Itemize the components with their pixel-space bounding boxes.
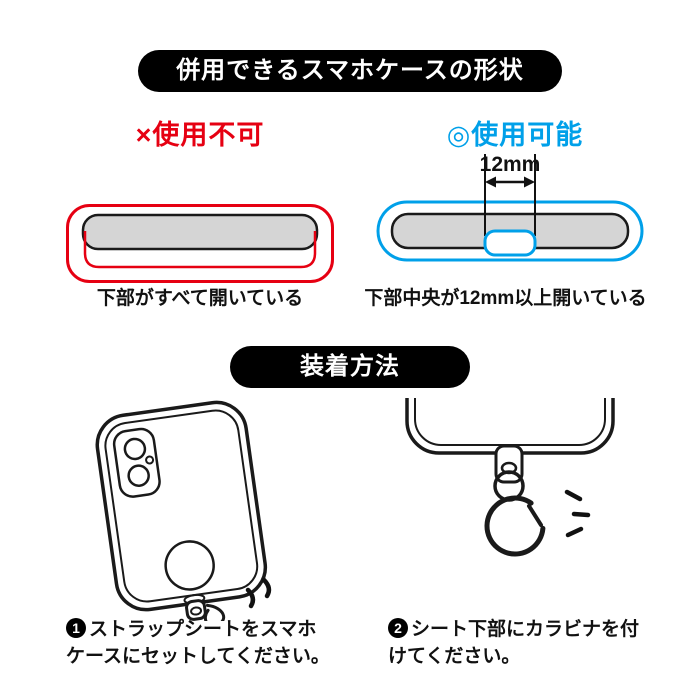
camera-lens-top-icon <box>123 437 147 461</box>
emphasis-stroke-icon <box>261 577 272 599</box>
strap-loop <box>203 603 226 621</box>
phone-case-outer <box>95 400 268 612</box>
step2-carabiner-illustration <box>405 398 615 557</box>
step1-caption-line1: ストラップシートをスマホ <box>89 619 317 640</box>
phone-case-group <box>95 400 268 621</box>
step2-number-badge: 2 <box>388 618 408 638</box>
measure-arrowhead-left <box>485 176 496 188</box>
not-usable-label: ×使用不可 <box>135 120 265 150</box>
compat-section-banner: 併用できるスマホケースの形状 <box>138 50 562 92</box>
emphasis-stroke-icon <box>245 587 256 609</box>
strap-sheet-hole <box>164 540 215 591</box>
ng-case-body <box>81 213 319 251</box>
measure-arrowhead-right <box>524 176 535 188</box>
camera-flash-icon <box>145 455 155 465</box>
step1-caption-line2: ケースにセットしてください。 <box>66 646 330 667</box>
ng-case-illustration <box>66 204 334 283</box>
emphasis-stroke-icon <box>565 526 584 538</box>
step2-caption-line2: けてください。 <box>388 646 521 667</box>
ng-case-caption: 下部がすべて開いている <box>96 288 304 309</box>
strap-sheet-tab-hole <box>190 606 203 616</box>
ok-case-notch <box>483 229 537 257</box>
ok-case-caption: 下部中央が12mm以上開いている <box>364 288 647 309</box>
attach-section-banner: 装着方法 <box>230 346 470 388</box>
step1-phone-illustration <box>95 400 272 621</box>
ng-case-open-bottom-outline <box>83 231 317 269</box>
step1-number-badge: 1 <box>66 618 86 638</box>
emphasis-stroke-icon <box>571 511 591 518</box>
emphasis-stroke-icon <box>564 489 583 502</box>
measurement-label: 12mm <box>480 153 541 176</box>
step2-caption-line1: シート下部にカラビナを付 <box>411 619 640 640</box>
carabiner-gate-icon <box>527 504 543 527</box>
camera-lens-bottom-icon <box>127 464 150 487</box>
carabiner-body-icon <box>484 495 546 557</box>
ok-case-illustration: 12mm <box>376 153 644 262</box>
usable-label: ◎使用可能 <box>446 120 584 150</box>
